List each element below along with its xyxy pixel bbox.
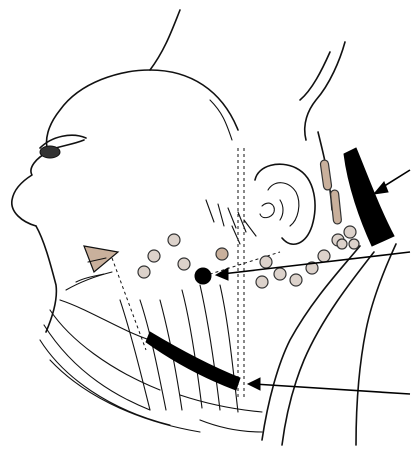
lymph-node — [344, 226, 356, 238]
lymph-node — [290, 274, 302, 286]
lymph-node — [148, 250, 160, 262]
lymph-node-elongated — [320, 160, 332, 191]
lymph-node — [274, 268, 286, 280]
ear-icon — [255, 164, 315, 244]
lymph-node — [138, 266, 150, 278]
lymph-node — [349, 239, 359, 249]
lymph-node-elongated — [330, 190, 342, 225]
filled-node-upper-neck — [195, 268, 211, 284]
lymph-node — [178, 258, 190, 270]
hair-strokes — [206, 200, 256, 244]
lymph-node — [256, 276, 268, 288]
lymph-node — [168, 234, 180, 246]
lymph-node — [318, 250, 330, 262]
lymph-node — [260, 256, 272, 268]
neck-muscle-strokes — [40, 272, 262, 432]
lymph-node — [216, 248, 228, 260]
jaw-lymph-nodes — [138, 234, 228, 278]
lymph-node — [337, 239, 347, 249]
cluster-lymph-nodes — [332, 226, 359, 249]
pointer-arrow-lower — [254, 384, 410, 394]
posterior-auricular-nodes — [320, 160, 342, 225]
